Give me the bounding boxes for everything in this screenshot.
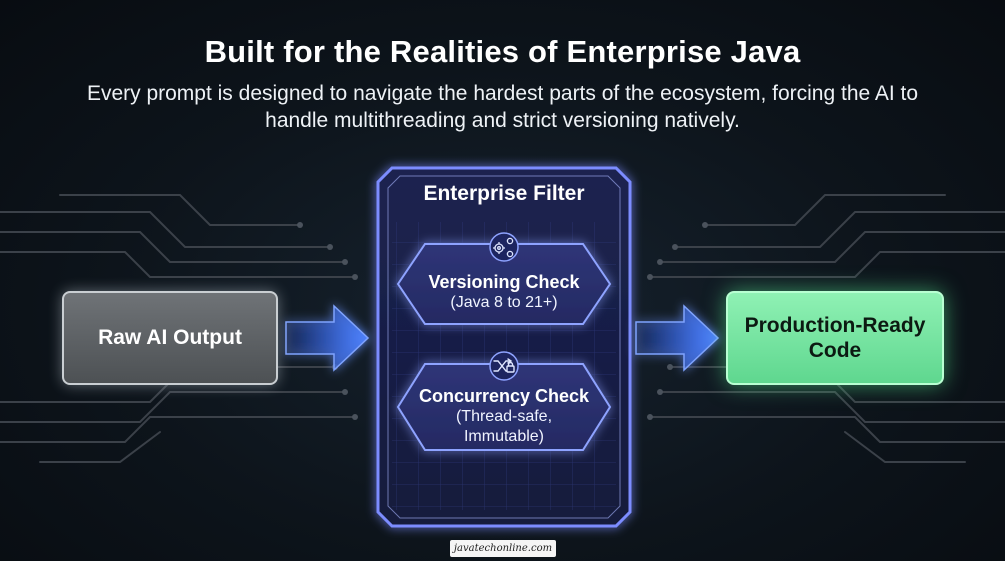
enterprise-filter-label: Enterprise Filter [423,182,585,205]
versioning-check-text: Versioning Check (Java 8 to 21+) [405,271,603,313]
versioning-check-hexagon [396,232,612,325]
concurrency-check-detail-line-1: (Thread-safe, [455,408,553,425]
input-arrow [285,304,370,372]
gears-icon [493,237,514,258]
versioning-check-detail: (Java 8 to 21+) [450,294,558,311]
circuit-traces [0,194,1005,463]
raw-ai-output-box: Raw AI Output [62,291,278,385]
production-ready-label-line-1: Production-Ready [744,314,926,337]
concurrency-check-hexagon [396,351,612,451]
versioning-check-title: Versioning Check [428,272,580,292]
raw-ai-output-label: Raw AI Output [98,326,242,349]
watermark: javatechonline.com [450,540,556,557]
production-ready-label-line-2: Code [808,339,862,362]
shuffle-lock-icon [493,358,515,373]
enterprise-filter-panel [376,166,632,528]
page-subtitle: Every prompt is designed to navigate the… [86,82,919,132]
concurrency-check-text: Concurrency Check (Thread-safe, Immutabl… [405,385,603,447]
production-ready-code-box: Production-Ready Code [726,291,944,385]
concurrency-check-detail-line-2: Immutable) [463,428,545,445]
page-title: Built for the Realities of Enterprise Ja… [204,34,801,69]
concurrency-check-title: Concurrency Check [418,386,590,406]
output-arrow [635,304,720,372]
